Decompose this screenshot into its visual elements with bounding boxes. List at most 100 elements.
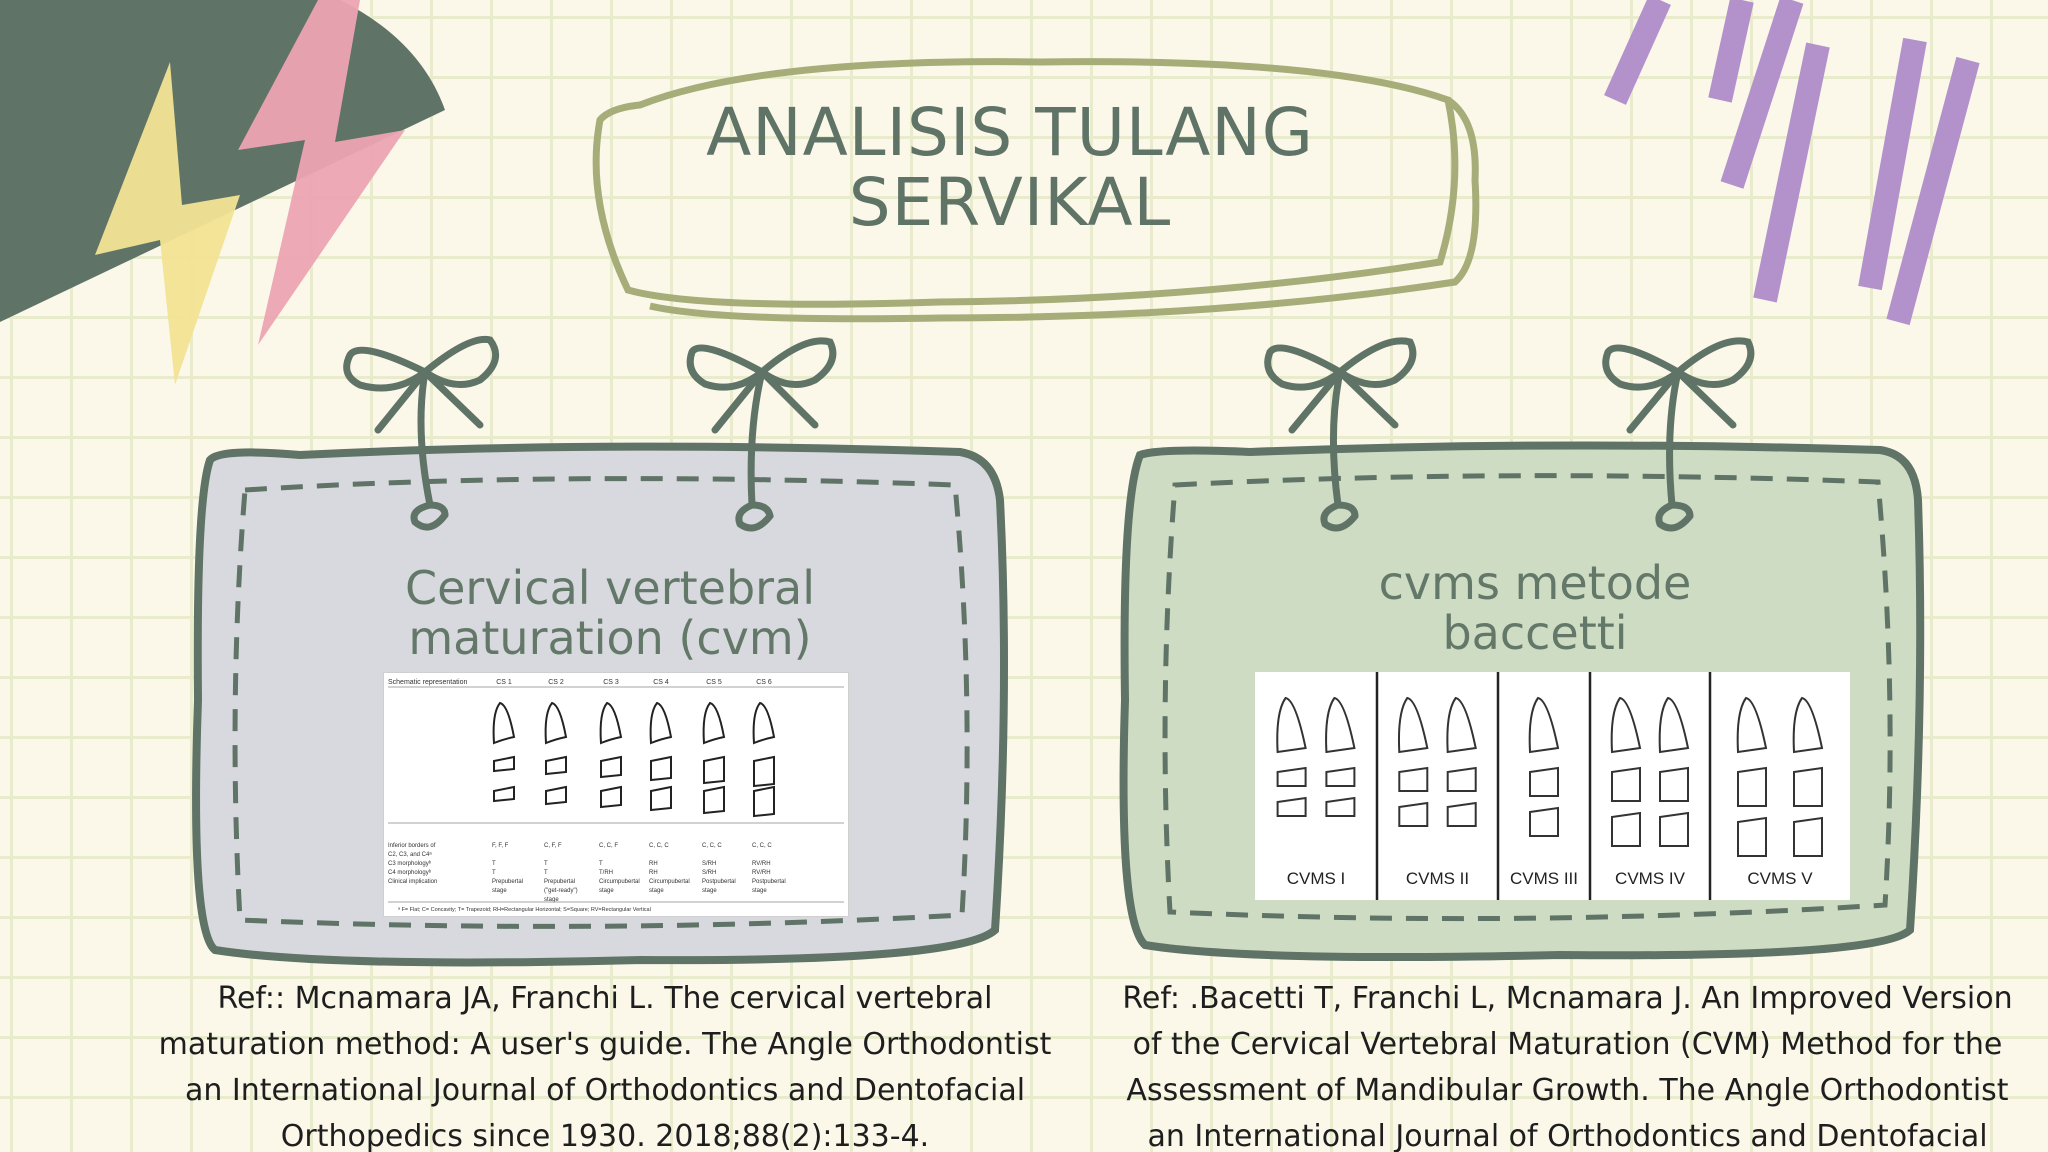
table-cell: C, C, C [752, 843, 772, 849]
c3-vertebra-shape [753, 755, 775, 788]
table-cell: Postpubertal [752, 879, 786, 885]
table-cell: S/RH [702, 870, 716, 876]
c2-vertebra-shape [702, 701, 726, 745]
table-cell: S/RH [702, 861, 716, 867]
title-line-2: SERVIKAL [848, 164, 1172, 241]
table-footnote: ᵃ F= Flat; C= Concavity; T= Trapezoid; R… [398, 907, 651, 913]
slide-title: ANALISIS TULANG SERVIKAL [600, 98, 1420, 238]
cvms-stage-label: CVMS III [1510, 869, 1578, 888]
left-reference: Ref:: Mcnamara JA, Franchi L. The cervic… [120, 976, 1090, 1152]
c4-vertebra-shape [1611, 811, 1641, 847]
c3-vertebra-shape [545, 755, 567, 776]
stage-label: CS 1 [496, 679, 512, 686]
c3-vertebra-shape [1611, 766, 1641, 802]
row-label: Inferior borders of [388, 843, 436, 849]
c4-vertebra-shape [1276, 796, 1307, 817]
vertebrae-group [1528, 696, 1560, 837]
table-cell: stage [702, 888, 717, 894]
vertebrae-group [1397, 696, 1477, 827]
table-cell: stage [752, 888, 767, 894]
table-header-label: Schematic representation [388, 679, 467, 686]
table-cell: RV/RH [752, 861, 771, 867]
c2-vertebra-shape [1276, 696, 1307, 754]
table-cell: Prepubertal [544, 879, 575, 885]
c2-vertebra-shape [752, 701, 776, 745]
left-heading-line-1: Cervical vertebral [404, 561, 816, 615]
row-label: C4 morphologyᵇ [388, 869, 432, 876]
c2-vertebra-shape [1397, 696, 1429, 754]
table-cell: C, C, C [649, 843, 669, 849]
table-cell: RV/RH [752, 870, 771, 876]
table-cell: T [599, 861, 603, 867]
table-cell: T [492, 870, 496, 876]
c3-vertebra-shape [1659, 766, 1689, 802]
c4-vertebra-shape [1398, 801, 1429, 827]
table-cell: C, C, C [702, 843, 722, 849]
row-label: Clinical implication [388, 879, 437, 885]
c4-vertebra-shape [1446, 801, 1477, 827]
c3-vertebra-shape [650, 755, 672, 782]
c4-vertebra-shape [545, 785, 567, 806]
table-cell: stage [599, 888, 614, 894]
table-cell: RH [649, 861, 658, 867]
c4-vertebra-shape [1529, 806, 1559, 837]
cvms-stage-label: CVMS IV [1615, 869, 1686, 888]
title-line-1: ANALISIS TULANG [706, 94, 1314, 171]
c4-vertebra-shape [703, 785, 725, 815]
cvm-stage-table-svg: Schematic representation CS 1 CS 2 CS 3 CS … [388, 679, 844, 913]
left-ref-line: Ref:: Mcnamara JA, Franchi L. The cervic… [217, 981, 993, 1016]
right-heading-line-2: baccetti [1442, 606, 1628, 660]
ribbons [343, 335, 1755, 532]
table-cell: Prepubertal [492, 879, 523, 885]
c4-vertebra-shape [753, 785, 775, 818]
table-cell: Postpubertal [702, 879, 736, 885]
bow-icon [1602, 337, 1755, 532]
right-heading-line-1: cvms metode [1378, 556, 1692, 610]
c3-vertebra-shape [1793, 766, 1823, 807]
stage-label: CS 3 [603, 679, 619, 686]
table-cell: stage [544, 897, 559, 903]
stage-label: CS 2 [548, 679, 564, 686]
c2-vertebra-shape [599, 701, 623, 745]
c3-vertebra-shape [493, 755, 515, 773]
table-cell: C, C, F [599, 843, 618, 849]
bow-icon [343, 335, 500, 531]
c3-vertebra-shape [703, 755, 725, 785]
right-ref-line: Ref: .Bacetti T, Franchi L, Mcnamara J. … [1122, 981, 2013, 1016]
right-ref-line: of the Cervical Vertebral Maturation (CV… [1132, 1027, 2003, 1062]
cvms-stage-label: CVMS V [1747, 869, 1813, 888]
c2-vertebra-shape [1658, 696, 1690, 754]
c2-vertebra-shape [544, 701, 568, 745]
c3-vertebra-shape [1398, 766, 1429, 792]
row-label: C2, C3, and C4ᵃ [388, 852, 432, 858]
left-ref-line: maturation method: A user's guide. The A… [158, 1027, 1052, 1062]
c4-vertebra-shape [1659, 811, 1689, 847]
yellow-lightning-icon [95, 62, 240, 385]
c2-vertebra-shape [492, 701, 516, 745]
c2-vertebra-shape [1325, 696, 1356, 754]
right-card-heading: cvms metode baccetti [1255, 558, 1815, 658]
c2-vertebra-shape [1446, 696, 1477, 754]
table-cell: T [492, 861, 496, 867]
c3-vertebra-shape [600, 755, 622, 779]
table-cell: T/RH [599, 870, 613, 876]
c2-vertebra-shape [1528, 696, 1560, 754]
right-reference: Ref: .Bacetti T, Franchi L, Mcnamara J. … [1095, 976, 2040, 1152]
left-heading-line-2: maturation (cvm) [408, 611, 812, 665]
c3-vertebra-shape [1325, 766, 1356, 787]
c4-vertebra-shape [1737, 816, 1767, 857]
title-frame [592, 58, 1480, 323]
vertebrae-group [1276, 696, 1356, 817]
bow-icon [686, 337, 837, 532]
stage-label: CS 4 [653, 679, 669, 686]
left-ref-line: an International Journal of Orthodontics… [184, 1073, 1026, 1108]
stage-label: CS 5 [706, 679, 722, 686]
c3-vertebra-shape [1446, 766, 1477, 792]
c2-vertebra-shape [1610, 696, 1642, 754]
c2-vertebra-shape [1736, 696, 1768, 754]
c3-vertebra-shape [1737, 766, 1767, 807]
pink-lightning-icon [238, 0, 405, 345]
